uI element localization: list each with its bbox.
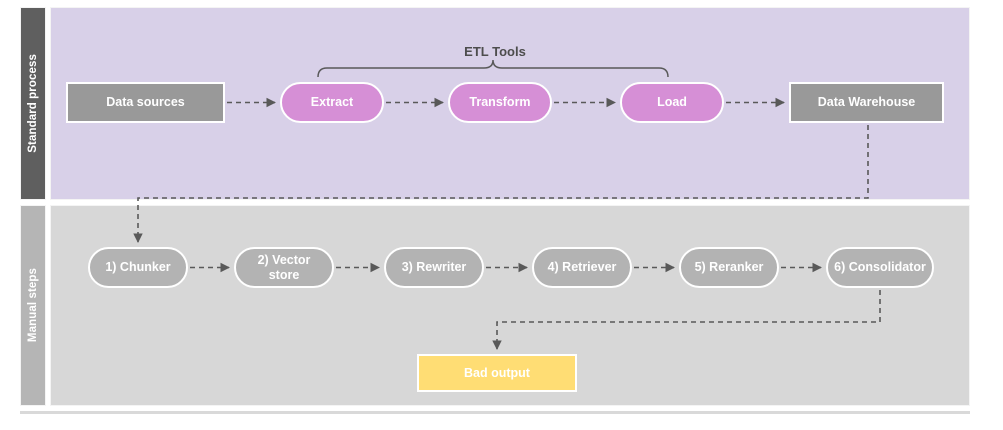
node-retriever[interactable]: 4) Retriever [532, 247, 632, 288]
node-load[interactable]: Load [620, 82, 724, 123]
node-extract[interactable]: Extract [280, 82, 384, 123]
node-data-warehouse-label: Data Warehouse [817, 95, 916, 110]
node-data-sources[interactable]: Data sources [66, 82, 225, 123]
node-extract-label: Extract [310, 95, 354, 110]
node-transform[interactable]: Transform [448, 82, 552, 123]
node-data-warehouse[interactable]: Data Warehouse [789, 82, 944, 123]
node-consolidator[interactable]: 6) Consolidator [826, 247, 934, 288]
node-reranker-label: 5) Reranker [694, 260, 764, 275]
bottom-divider [20, 411, 970, 414]
node-rewriter[interactable]: 3) Rewriter [384, 247, 484, 288]
node-vector-store[interactable]: 2) Vector store [234, 247, 334, 288]
lane-label-manual-steps: Manual steps [27, 268, 39, 343]
node-data-sources-label: Data sources [106, 95, 185, 110]
node-bad-output[interactable]: Bad output [417, 354, 577, 392]
lane-label-standard-process: Standard process [27, 54, 39, 153]
node-chunker-label: 1) Chunker [105, 260, 171, 275]
node-retriever-label: 4) Retriever [547, 260, 617, 275]
node-vector-store-label: 2) Vector store [257, 253, 311, 282]
node-consolidator-label: 6) Consolidator [834, 260, 926, 275]
node-rewriter-label: 3) Rewriter [401, 260, 467, 275]
lane-header-standard-process: Standard process [20, 7, 46, 200]
lane-header-manual-steps: Manual steps [20, 205, 46, 406]
etl-tools-group-label: ETL Tools [464, 44, 526, 59]
node-load-label: Load [657, 95, 687, 110]
node-bad-output-label: Bad output [464, 365, 530, 380]
node-reranker[interactable]: 5) Reranker [679, 247, 779, 288]
node-transform-label: Transform [469, 95, 531, 110]
node-chunker[interactable]: 1) Chunker [88, 247, 188, 288]
